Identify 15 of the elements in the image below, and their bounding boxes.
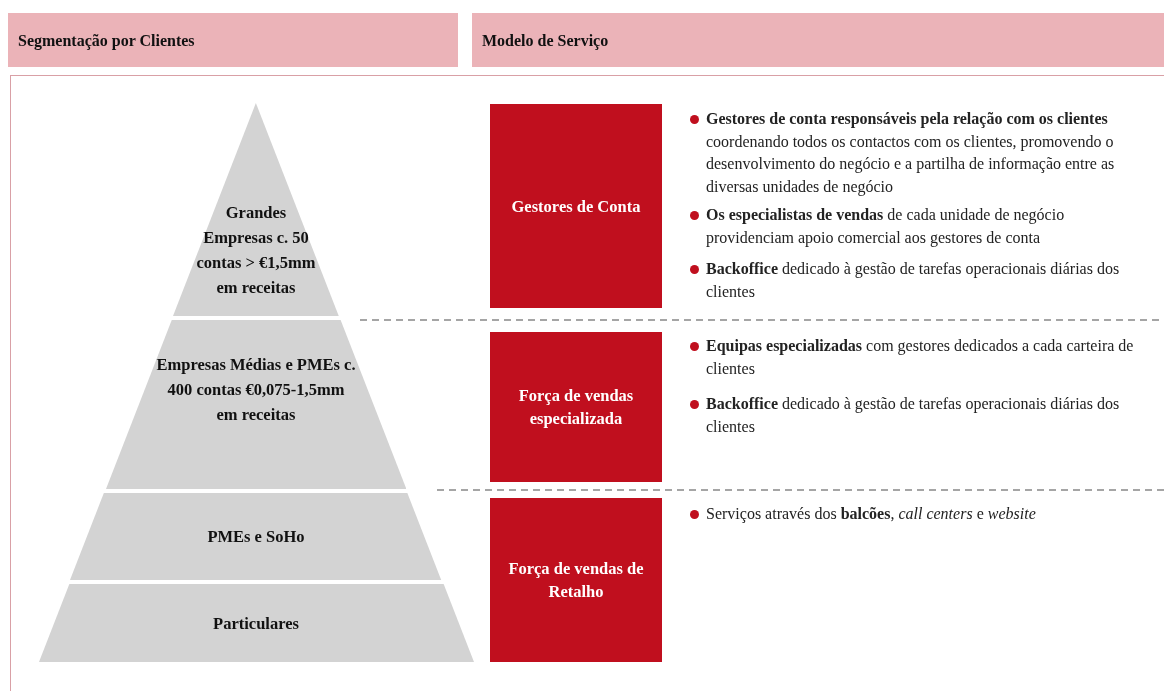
- bullet-text: Serviços através dos balcões, call centers e website: [706, 504, 1037, 525]
- header-band: Segmentação por Clientes: [8, 13, 458, 67]
- pyramid-tier: Particulares: [38, 584, 474, 662]
- bullet-text: Gestores de conta responsáveis pela relação com os clientes coordenando todos os contactos com os clientes, promovendo o desenvolvimento do negócio e a partilha de informação entre as diversas unidades de negócio: [706, 109, 1116, 198]
- bullet-text: Os especialistas de vendas de cada unidade de negócio providenciam apoio comercial aos gestores de conta: [706, 205, 1066, 249]
- bullet-text: Backoffice dedicado à gestão de tarefas operacionais diárias dos clientes: [706, 394, 1121, 437]
- service-model-box: Força de vendas especializada: [490, 332, 662, 482]
- bullet-text: Equipas especializadas com gestores dedicados a cada carteira de clientes: [706, 336, 1135, 379]
- bullet-text: Backoffice dedicado à gestão de tarefas operacionais diárias dos clientes: [706, 259, 1121, 302]
- service-model-box: Força de vendas de Retalho: [490, 498, 662, 662]
- pyramid-tier: Grandes Empresas c. 50 contas > €1,5mm em receitas: [173, 103, 339, 316]
- pyramid-tier: Empresas Médias e PMEs c. 400 contas €0,075-1,5mm em receitas: [105, 320, 407, 489]
- pyramid-tier: PMEs e SoHo: [70, 493, 442, 580]
- service-model-box: Gestores de Conta: [490, 104, 662, 308]
- header-band: Modelo de Serviço: [472, 13, 1164, 67]
